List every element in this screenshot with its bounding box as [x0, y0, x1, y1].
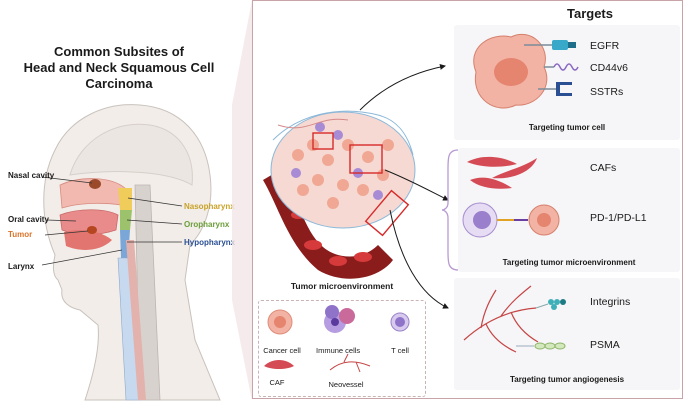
left-title-line2: Head and Neck Squamous Cell Carcinoma: [23, 60, 215, 91]
right-panel: [252, 0, 683, 399]
psma-icon: [516, 342, 566, 350]
targets-title: Targets: [567, 6, 613, 21]
label-nasal-cavity: Nasal cavity: [8, 171, 55, 180]
panel-connector: [232, 0, 252, 401]
target-sstrs: SSTRs: [590, 86, 624, 98]
legend-label-cancer-cell: Cancer cell: [263, 346, 301, 355]
legend-caf-icon: [264, 360, 294, 369]
caf-icon: [467, 156, 537, 189]
tumor-microenvironment-illustration: [263, 110, 416, 279]
caption-targeting-microenvironment: Targeting tumor microenvironment: [502, 258, 636, 267]
legend-label-t-cell: T cell: [391, 346, 409, 355]
target-pd1-pdl1: PD-1/PD-L1: [590, 212, 647, 224]
egfr-icon: [524, 40, 576, 50]
tumor-cell-small-icon: [528, 204, 560, 236]
legend-cancer-cell-icon: [267, 309, 293, 335]
legend: [258, 300, 426, 397]
left-title-line1: Common Subsites of: [53, 44, 184, 59]
neovessel-icon: [463, 285, 539, 353]
cd44v6-icon: [544, 63, 579, 71]
target-cafs: CAFs: [590, 162, 617, 174]
target-integrins: Integrins: [590, 296, 631, 308]
label-nasopharynx: Nasopharynx: [184, 202, 235, 211]
tumor-cell-receptor-illustration: [473, 33, 579, 109]
target-arrows: [359, 64, 449, 309]
legend-label-immune-cells: Immune cells: [316, 346, 361, 355]
caption-targeting-tumor-cell: Targeting tumor cell: [528, 123, 606, 132]
cranium: [69, 123, 193, 186]
head-neck-illustration: [41, 104, 221, 401]
arrow-to-microenvironment: [384, 169, 449, 201]
nasopharynx-region: [118, 188, 132, 210]
tongue: [64, 230, 112, 250]
legend-neovessel-icon: [329, 353, 371, 373]
arrow-to-tumor-cell: [359, 64, 446, 111]
nasal-tumor: [89, 179, 101, 189]
tumor-cell-nucleus: [494, 58, 528, 86]
label-oral-cavity: Oral cavity: [8, 215, 49, 224]
left-title: Common Subsites of Head and Neck Squamou…: [0, 44, 238, 92]
sstrs-icon: [538, 82, 572, 96]
legend-immune-cells-icon: [324, 305, 355, 333]
t-cell-icon: [462, 202, 498, 238]
card-targeting-microenvironment: [458, 148, 680, 272]
label-hypopharynx: Hypopharynx: [184, 238, 236, 247]
target-cd44v6: CD44v6: [590, 62, 628, 74]
legend-icons: [264, 305, 410, 373]
label-oropharynx: Oropharynx: [184, 220, 230, 229]
integrins-icon: [535, 299, 566, 310]
angiogenesis-illustration: [463, 285, 566, 353]
legend-label-caf: CAF: [269, 378, 285, 387]
target-psma: PSMA: [590, 339, 620, 351]
legend-label-neovessel: Neovessel: [328, 380, 364, 389]
esophagus: [126, 240, 146, 400]
microenvironment-bracket: [442, 149, 459, 271]
microenvironment-illustration: [462, 156, 560, 238]
oral-tumor: [87, 226, 97, 234]
arrow-to-angiogenesis: [389, 209, 449, 309]
label-tumor: Tumor: [8, 230, 33, 239]
legend-t-cell-icon: [390, 312, 410, 332]
oropharynx-region: [120, 210, 132, 230]
label-larynx: Larynx: [8, 262, 35, 271]
target-egfr: EGFR: [590, 40, 620, 52]
caption-targeting-angiogenesis: Targeting tumor angiogenesis: [509, 375, 625, 384]
tumor-microenvironment-caption: Tumor microenvironment: [290, 281, 394, 291]
